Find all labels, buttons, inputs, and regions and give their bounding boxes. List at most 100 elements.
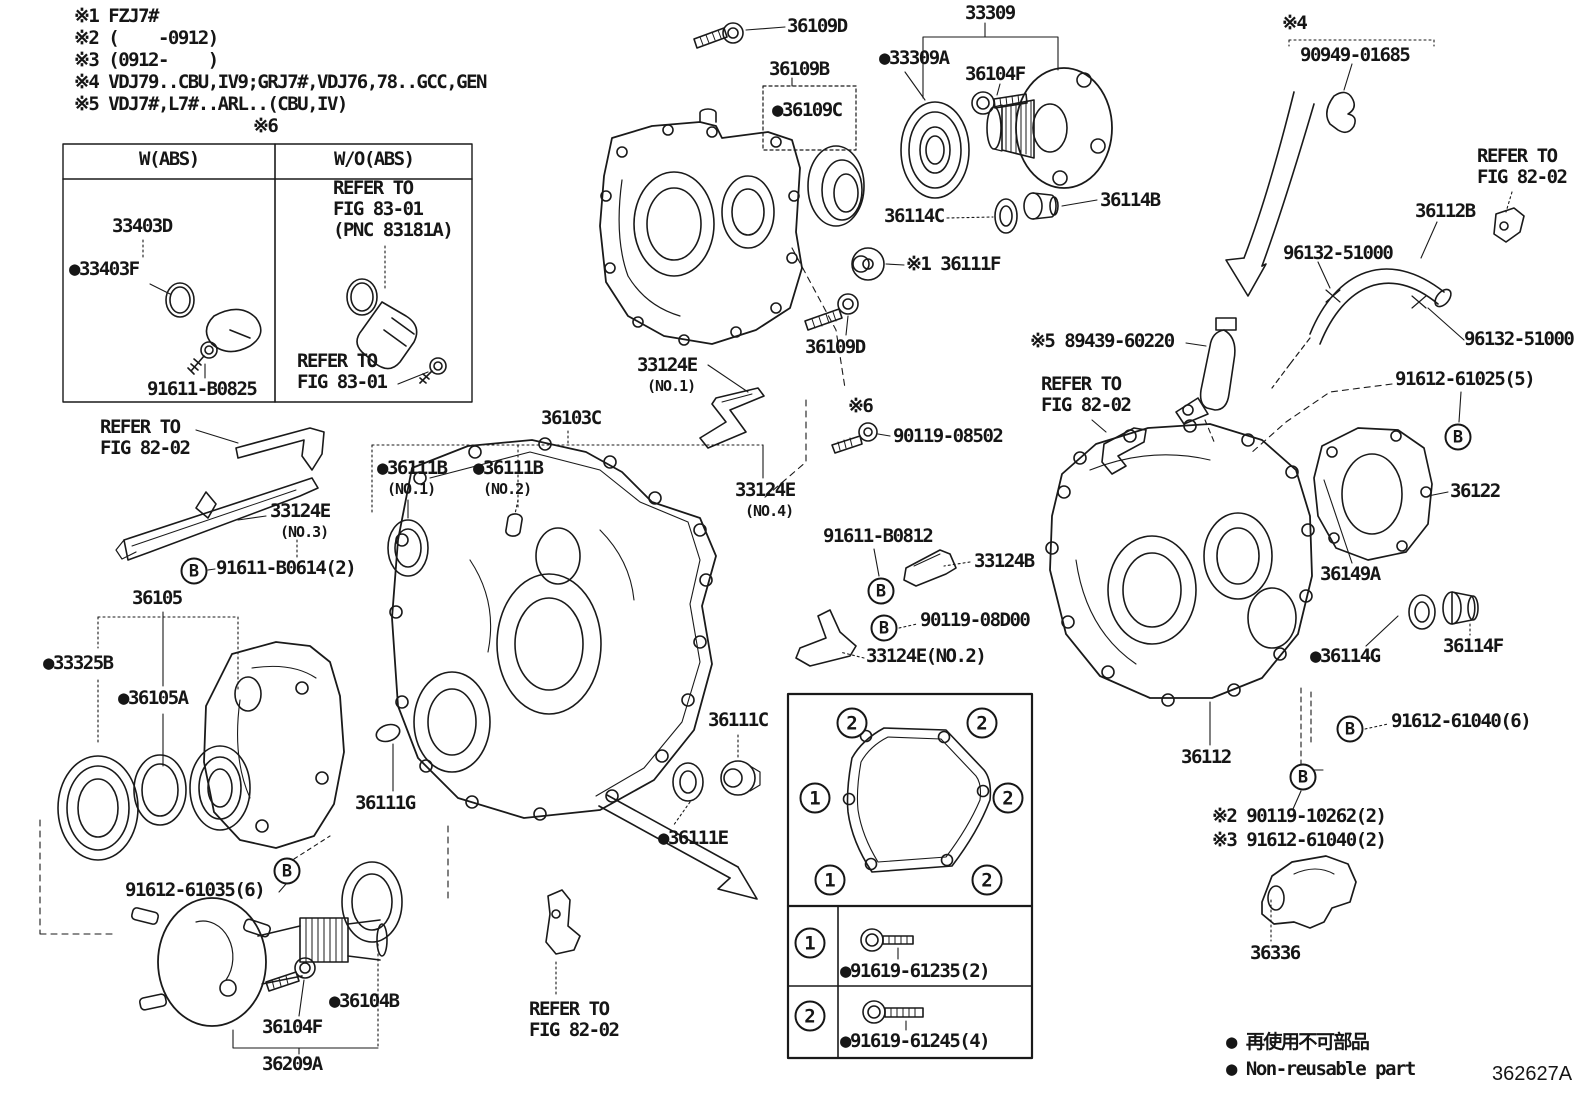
abs-table-label-line: REFER TO (297, 350, 378, 372)
bolt-size-marker-b-6: B (1336, 715, 1364, 743)
part-label-36109d: 36109D (787, 16, 848, 37)
part-label-96132-51000: 96132-51000 (1283, 242, 1394, 264)
part-label-line: 36114C (884, 205, 945, 227)
part-label-3-91612-61040-2: ※3 91612-61040(2) (1212, 829, 1387, 851)
note-line: ※1 FZJ7# (74, 5, 160, 27)
part-label-line: (NO.1) (387, 480, 436, 498)
abs-table-label-line: W(ABS) (139, 148, 200, 170)
part-label-line: 36104F (965, 63, 1026, 85)
part-label-90119-08502: 90119-08502 (893, 425, 1004, 447)
gasket-bolt-callout-2-2: 2 (966, 707, 998, 739)
gasket-bolt-callout-2-6: 2 (971, 864, 1003, 896)
part-label-line: ●36111E (658, 827, 729, 849)
part-label-36112: 36112 (1181, 746, 1232, 768)
abs-table-label-6: ※6 (253, 115, 279, 137)
note-line: ※2 ( -0912) (74, 27, 219, 49)
part-label-line: ●36109C (772, 99, 843, 121)
diagram-code-line: 362627A (1492, 1063, 1573, 1085)
part-label-36109d: 36109D (805, 336, 866, 358)
abs-table-label-w-abs: W(ABS) (139, 148, 200, 170)
part-label-line: 33124E (637, 354, 698, 376)
bolt-size-marker-b-4: B (273, 857, 301, 885)
part-label-line: 36109D (805, 336, 866, 358)
part-label-line: REFER TO (100, 416, 181, 438)
part-label-91612-61025-5: 91612-61025(5) (1395, 368, 1536, 390)
part-label-line: REFER TO (1477, 145, 1558, 167)
inset-row-number-1: 1 (794, 927, 826, 959)
abs-table-label-91611-b0825: 91611-B0825 (147, 378, 258, 400)
part-label-36114c: 36114C (884, 205, 945, 227)
note-4-vdj79-cbu-iv9-grj7-vdj76-78-gcc-gen: ※4 VDJ79..CBU,IV9;GRJ7#,VDJ76,78..GCC,GE… (74, 71, 487, 93)
part-label-line: 96132-51000 (1283, 242, 1394, 264)
part-label-36103c: 36103C (541, 407, 602, 429)
part-label-36105a: ●36105A (118, 688, 189, 709)
part-label-line: 36103C (541, 407, 602, 429)
part-label-line: 33124E(NO.2) (866, 645, 987, 667)
part-label-line: 36112 (1181, 746, 1232, 768)
abs-table-label-33403d: 33403D (112, 216, 173, 237)
part-label-36114g: ●36114G (1310, 646, 1381, 667)
part-label-90119-08d00: 90119-08D00 (920, 610, 1031, 631)
bolt-size-marker-b-5: B (1444, 423, 1472, 451)
gasket-bolt-callout-2-1: 2 (836, 707, 868, 739)
legend-item-line: ● Non-reusable part (1226, 1058, 1416, 1080)
abs-table-label-line: (PNC 83181A) (333, 219, 454, 241)
part-label-line: ●36104B (329, 990, 400, 1012)
note-3-0912: ※3 (0912- ) (74, 50, 219, 71)
part-label-line: ※1 36111F (906, 253, 1001, 275)
part-label-line: FIG 82-02 (1041, 394, 1132, 416)
note-line: ※4 VDJ79..CBU,IV9;GRJ7#,VDJ76,78..GCC,GE… (74, 71, 487, 93)
part-label-line: ※4 (1282, 12, 1308, 34)
part-label-line: 33124E (735, 479, 796, 501)
part-label-33309: 33309 (965, 2, 1016, 24)
part-label-line: 36149A (1320, 563, 1381, 585)
part-label-line: 90949-01685 (1300, 44, 1411, 66)
part-label-line: 36114F (1443, 635, 1504, 657)
abs-table-label-line: ●33403F (69, 258, 140, 280)
part-label-36109b: 36109B (769, 59, 830, 80)
part-label-36149a: 36149A (1320, 563, 1381, 585)
part-label-line: ※6 (848, 395, 874, 417)
part-label-1-36111f: ※1 36111F (906, 253, 1001, 275)
abs-table-label-line: W/O(ABS) (334, 148, 415, 170)
part-label-line: 91612-61035(6) (125, 879, 266, 901)
part-label-36209a: 36209A (262, 1054, 323, 1075)
part-label-line: 33124E (270, 500, 331, 522)
part-label-line: ●36111B (473, 457, 544, 479)
part-label-line: ※2 90119-10262(2) (1212, 805, 1387, 827)
inset-row-part-91619-61235-2: ●91619-61235(2) (840, 961, 991, 982)
part-label-33124e: 33124E(NO.1) (637, 354, 698, 397)
part-label-5-89439-60220: ※5 89439-60220 (1030, 331, 1175, 352)
part-label-4: ※4 (1282, 12, 1308, 34)
part-label-line: 33309 (965, 2, 1016, 24)
part-label-line: ※3 91612-61040(2) (1212, 829, 1387, 851)
part-label-line: 91612-61025(5) (1395, 368, 1536, 390)
part-label-line: (NO.4) (745, 502, 794, 520)
part-label-36111c: 36111C (708, 710, 769, 731)
part-label-line: 90119-08502 (893, 425, 1004, 447)
diagram-code-362627a: 362627A (1492, 1064, 1572, 1085)
legend-item-line: ● 再使用不可部品 (1226, 1031, 1370, 1053)
part-label-91612-61040-6: 91612-61040(6) (1391, 711, 1532, 732)
part-label-line: ●33325B (43, 652, 114, 674)
part-label-36111g: 36111G (355, 793, 416, 814)
part-label-33124b: 33124B (974, 551, 1035, 572)
part-label-line: 36336 (1250, 942, 1301, 964)
part-label-line: REFER TO (529, 998, 610, 1020)
part-label-36104b: ●36104B (329, 990, 400, 1012)
abs-table-label-line: 91611-B0825 (147, 378, 258, 400)
abs-table-label-line: REFER TO (333, 177, 414, 199)
part-label-line: 36122 (1450, 480, 1501, 502)
part-label-91612-61035-6: 91612-61035(6) (125, 879, 266, 901)
gasket-bolt-callout-1-5: 1 (814, 864, 846, 896)
part-label-line: 36105 (132, 587, 183, 609)
part-label-96132-51000: 96132-51000 (1464, 329, 1575, 350)
abs-table-label-line: ※6 (253, 115, 279, 137)
part-label-36122: 36122 (1450, 480, 1501, 502)
part-label-33124e-no-2: 33124E(NO.2) (866, 645, 987, 667)
part-label-33309a: ●33309A (879, 48, 950, 69)
